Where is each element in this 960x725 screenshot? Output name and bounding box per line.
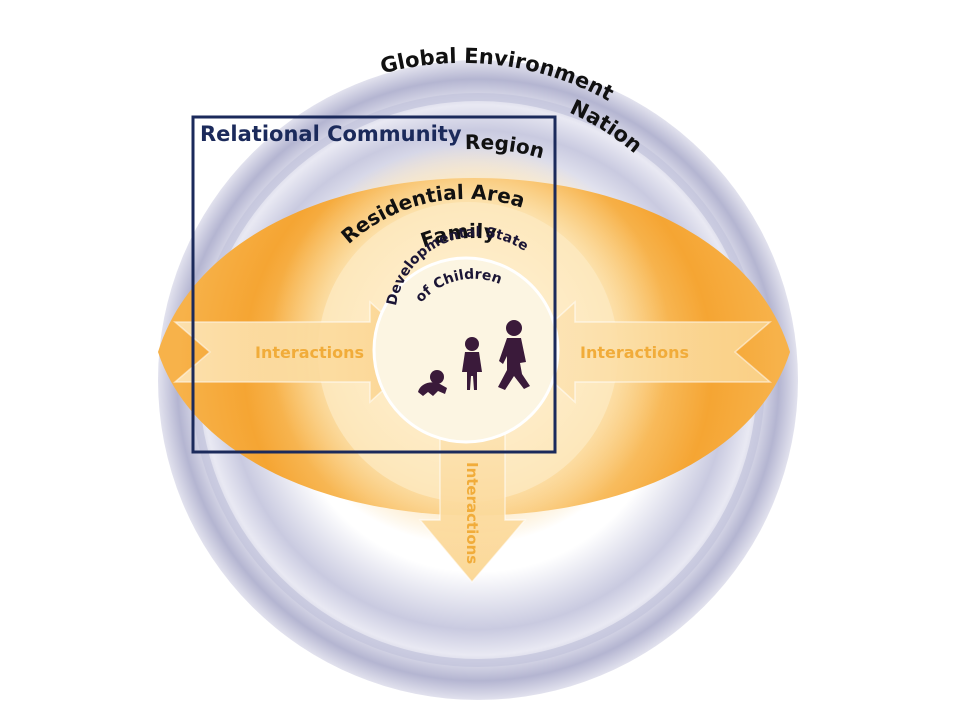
baby-crawling-icon — [418, 370, 447, 396]
interactions-label-left: Interactions — [255, 343, 364, 362]
interactions-label-right: Interactions — [580, 343, 689, 362]
relational-community-box — [191, 115, 557, 454]
relational-community-label: Relational Community — [200, 122, 462, 146]
interactions-arrow-left — [172, 300, 427, 404]
toddler-standing-icon — [462, 337, 482, 390]
child-walking-icon — [498, 320, 530, 390]
developmental-state-circle — [372, 256, 560, 444]
children-figures — [418, 320, 530, 396]
interactions-label-down: Interactions — [463, 462, 481, 564]
interactions-arrow-right — [518, 300, 773, 404]
